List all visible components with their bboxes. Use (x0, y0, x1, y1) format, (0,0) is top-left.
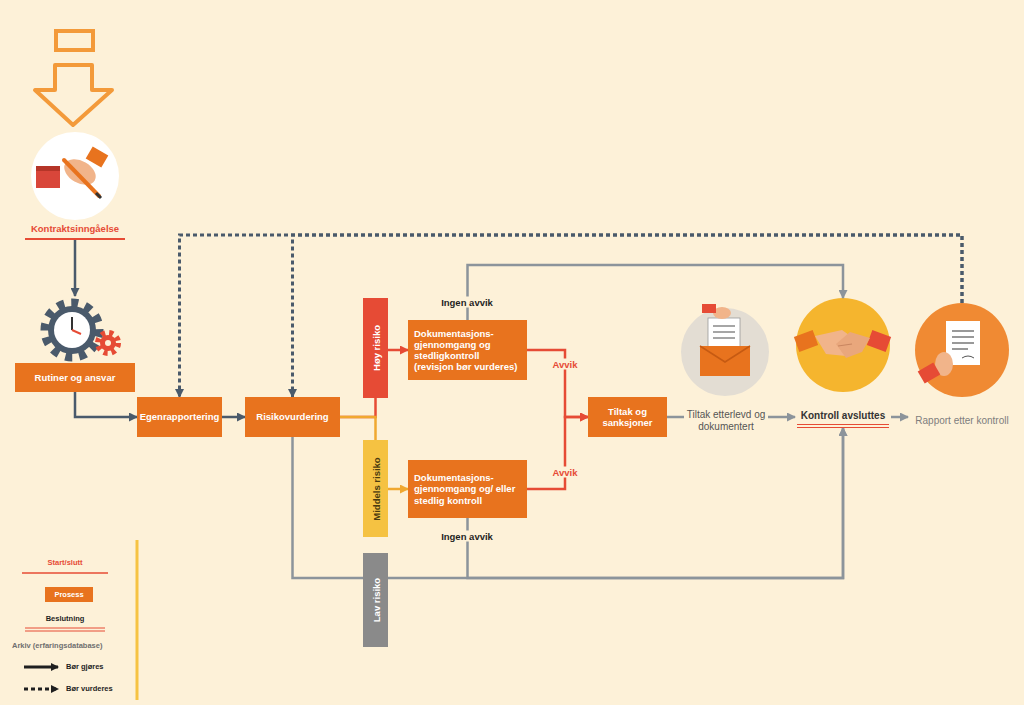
legend-divider (136, 540, 139, 700)
decision-node: Tiltak etterlevd og dokumentert (684, 305, 768, 433)
connector (527, 417, 588, 489)
band-label: Høy risiko (370, 325, 381, 371)
legend-label: Prosess (54, 590, 83, 599)
node-label: Dokumentasjons- gjennomgang og stedligko… (414, 328, 521, 373)
connector (293, 437, 364, 578)
band-label: Middels risiko (370, 457, 381, 520)
decision-node: Kontroll avsluttes (795, 298, 891, 428)
connector (340, 398, 376, 417)
handshake-icon (794, 298, 891, 392)
connector (768, 416, 795, 419)
envelope-icon (681, 304, 769, 396)
legend-label: Beslutning (20, 614, 110, 623)
connector (388, 349, 408, 352)
legend-label: Bør gjøres (66, 662, 126, 671)
connector (222, 416, 245, 419)
gear-icon (45, 303, 118, 357)
end-node: Rapport etter kontroll (908, 303, 1016, 428)
connector (74, 240, 77, 296)
risk-band: Lav risiko (363, 553, 388, 647)
edge-label: Avvik (550, 467, 581, 478)
connector (891, 416, 908, 419)
process-box: Egenrapportering (137, 397, 222, 437)
node-label: Rapport etter kontroll (915, 415, 1008, 428)
legend-label: Start/slutt (20, 558, 110, 567)
risk-band: Middels risiko (363, 440, 388, 537)
legend-dashed-arrow (24, 688, 58, 691)
node-label: Kontroll avsluttes (797, 410, 889, 428)
legend-label: Arkiv (erfaringsdatabase) (12, 641, 130, 650)
node-label: Rutiner og ansvar (15, 363, 135, 392)
process-box: Dokumentasjons- gjennomgang og stedligko… (408, 320, 527, 380)
node-label: Dokumentasjons- gjennomgang og/ eller st… (414, 472, 521, 506)
node-label: Tiltak etterlevd og dokumentert (684, 409, 768, 433)
node-label: Kontraktsinngåelse (25, 223, 125, 240)
edge-label: Ingen avvik (438, 297, 496, 308)
process-box: Rutiner og ansvar (15, 296, 135, 392)
connector (527, 350, 588, 417)
legend-decision-line (25, 631, 105, 632)
connector (667, 416, 684, 419)
legend-swatch: Prosess (45, 587, 93, 602)
legend-decision-line (25, 628, 105, 629)
process-box: Tiltak og sanksjoner (588, 397, 667, 437)
connector (468, 265, 844, 320)
node-label: Tiltak og sanksjoner (594, 406, 661, 428)
connector (388, 428, 843, 578)
legend-solid-arrow (24, 666, 58, 669)
contract-icon (31, 132, 119, 220)
node-label: Risikovurdering (256, 411, 328, 422)
node-label: Egenrapportering (140, 411, 220, 422)
dashed-connector (180, 235, 963, 397)
legend-label: Bør vurderes (66, 684, 130, 693)
edge-label: Avvik (550, 359, 581, 370)
start-node: Kontraktsinngåelse (25, 128, 125, 240)
report-icon (915, 303, 1009, 397)
legend-start-line (22, 572, 108, 574)
process-box: Risikovurdering (245, 397, 340, 437)
start-arrow (35, 65, 112, 125)
dashed-connector (293, 235, 963, 397)
edge-label: Ingen avvik (438, 531, 496, 542)
connector (388, 488, 408, 491)
start-rect (56, 31, 93, 50)
connector (340, 417, 376, 440)
process-box: Dokumentasjons- gjennomgang og/ eller st… (408, 460, 527, 518)
risk-band: Høy risiko (363, 298, 388, 398)
connector (75, 392, 137, 417)
band-label: Lav risiko (370, 578, 381, 622)
